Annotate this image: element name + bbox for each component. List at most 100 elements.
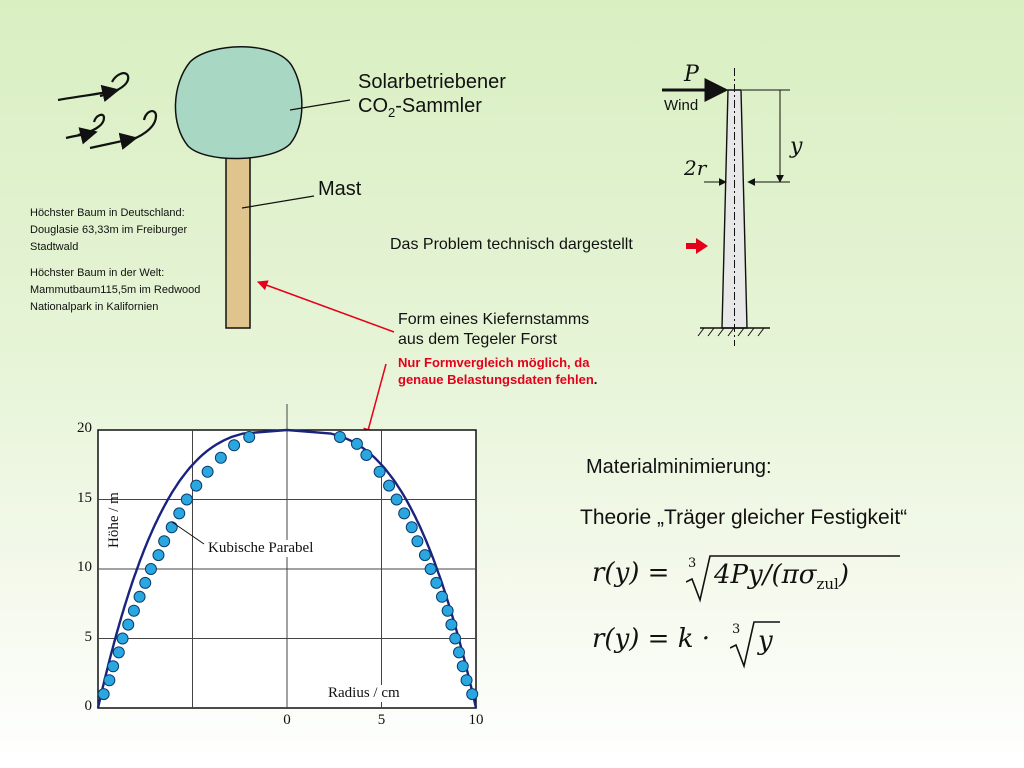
data-point-32 xyxy=(435,590,448,603)
data-point-12 xyxy=(165,521,178,534)
formula-1-radicand: 4Py/(πσzul) xyxy=(714,560,849,593)
data-point-19 xyxy=(243,430,256,443)
data-point-23 xyxy=(373,465,386,478)
pine-pointer-arrow xyxy=(257,280,395,333)
data-point-13 xyxy=(173,507,186,520)
x-tick-label-0: 0 xyxy=(283,712,291,728)
collector-label-line2: CO2-Sammler xyxy=(358,94,506,125)
data-point-27 xyxy=(405,521,418,534)
formula-1-radical xyxy=(686,555,900,603)
formula-1-radicand-text: 4Py/(πσ xyxy=(714,560,817,590)
data-point-34 xyxy=(445,618,458,631)
formula-2-radical xyxy=(730,621,780,669)
data-point-3 xyxy=(112,646,125,659)
y-tick-label-4: 20 xyxy=(77,420,92,436)
data-point-10 xyxy=(152,549,165,562)
pine-label-line1: Form eines Kiefernstamms xyxy=(398,311,590,328)
data-point-26 xyxy=(398,507,411,520)
mast-label: Mast xyxy=(318,178,362,200)
data-point-2 xyxy=(107,660,120,673)
data-point-18 xyxy=(228,439,241,452)
germany-fact-line3: Stadtwald xyxy=(30,241,79,253)
data-point-33 xyxy=(441,604,454,617)
data-point-39 xyxy=(466,688,479,701)
force-label: P xyxy=(684,62,699,87)
data-point-1 xyxy=(103,674,116,687)
data-point-21 xyxy=(350,437,363,450)
data-point-11 xyxy=(158,535,171,548)
data-point-20 xyxy=(333,430,346,443)
germany-fact: Höchster Baum in Deutschland: Douglasie … xyxy=(30,205,187,256)
chart-points xyxy=(97,430,479,701)
data-point-24 xyxy=(383,479,396,492)
data-point-16 xyxy=(201,465,214,478)
collector-label: Solarbetriebener CO2-Sammler xyxy=(358,70,506,125)
collector-rest-text: -Sammler xyxy=(395,95,482,117)
world-fact-line2: Mammutbaum115,5m im Redwood xyxy=(30,284,201,296)
world-fact-line1: Höchster Baum in der Welt: xyxy=(30,267,165,279)
world-fact: Höchster Baum in der Welt: Mammutbaum115… xyxy=(30,265,200,316)
data-point-15 xyxy=(190,479,203,492)
world-fact-line3: Nationalpark in Kalifornien xyxy=(30,301,159,313)
chart-curve xyxy=(96,428,478,709)
pine-note-line2: genaue Belastungsdaten fehlen. xyxy=(398,371,597,388)
pine-label: Form eines Kiefernstamms aus dem Tegeler… xyxy=(398,310,589,350)
wind-swirls-icon xyxy=(57,72,158,150)
germany-fact-line2: Douglasie 63,33m im Freiburger xyxy=(30,224,188,236)
theory-subheading: Theorie „Träger gleicher Festigkeit“ xyxy=(580,506,908,529)
tree-illustration xyxy=(174,46,351,329)
formula-2-radicand: y xyxy=(758,626,773,656)
y-dimension-label: y xyxy=(790,134,803,159)
wind-label: Wind xyxy=(664,97,699,114)
formula-1-subscript: zul xyxy=(816,575,839,594)
data-point-17 xyxy=(214,451,227,464)
formula-1-lhs: r(y) = xyxy=(592,558,670,588)
pine-note-period: . xyxy=(593,372,598,387)
tree-crown xyxy=(174,46,303,160)
formula-2-index: 3 xyxy=(732,622,741,637)
chart-pointer-arrow xyxy=(363,363,387,440)
y-tick-label-0: 0 xyxy=(84,698,93,714)
data-point-9 xyxy=(144,563,157,575)
data-point-31 xyxy=(430,576,443,589)
pine-chart xyxy=(96,404,479,709)
pine-note: Nur Formvergleich möglich, da genaue Bel… xyxy=(398,354,597,388)
formula-1: r(y) = 3 4Py/(πσzul) xyxy=(592,552,922,606)
pine-note-line2-text: genaue Belastungsdaten fehlen xyxy=(398,372,594,387)
co-subscript: 2 xyxy=(388,105,396,120)
co-text: CO xyxy=(358,95,388,117)
data-point-35 xyxy=(449,632,462,645)
radius-label: 2r xyxy=(684,156,707,180)
formula-1-index: 3 xyxy=(688,556,697,571)
data-point-37 xyxy=(456,660,469,673)
data-point-29 xyxy=(418,549,431,562)
caption-arrow-icon xyxy=(686,238,708,254)
data-point-25 xyxy=(390,493,403,506)
curve-label: Kubische Parabel xyxy=(206,540,316,557)
data-point-0 xyxy=(97,688,110,701)
data-point-22 xyxy=(360,449,373,462)
data-point-7 xyxy=(133,590,146,603)
pine-note-line1: Nur Formvergleich möglich, da xyxy=(398,355,590,370)
x-tick-label-1: 5 xyxy=(377,712,386,728)
chart-grid xyxy=(98,404,476,708)
beam-drawing xyxy=(662,68,790,346)
beam-caption: Das Problem technisch dargestellt xyxy=(390,236,633,253)
chart-xlabel: Radius / cm xyxy=(326,685,402,702)
data-point-38 xyxy=(460,674,473,687)
data-point-28 xyxy=(411,535,424,548)
tree-trunk xyxy=(225,145,251,329)
data-point-30 xyxy=(424,563,437,575)
x-tick-label-2: 10 xyxy=(468,712,484,728)
y-tick-label-1: 5 xyxy=(84,628,93,645)
formula-2: r(y) = k · 3 y xyxy=(592,618,812,672)
data-point-5 xyxy=(122,618,135,631)
chart-ylabel: Höhe / m xyxy=(106,492,122,548)
data-point-4 xyxy=(116,632,129,645)
formula-2-lhs: r(y) = k · xyxy=(592,624,711,654)
pine-label-line2: aus dem Tegeler Forst xyxy=(398,331,557,348)
germany-fact-line1: Höchster Baum in Deutschland: xyxy=(30,207,185,219)
data-point-14 xyxy=(180,493,193,506)
y-tick-label-3: 15 xyxy=(77,489,92,506)
